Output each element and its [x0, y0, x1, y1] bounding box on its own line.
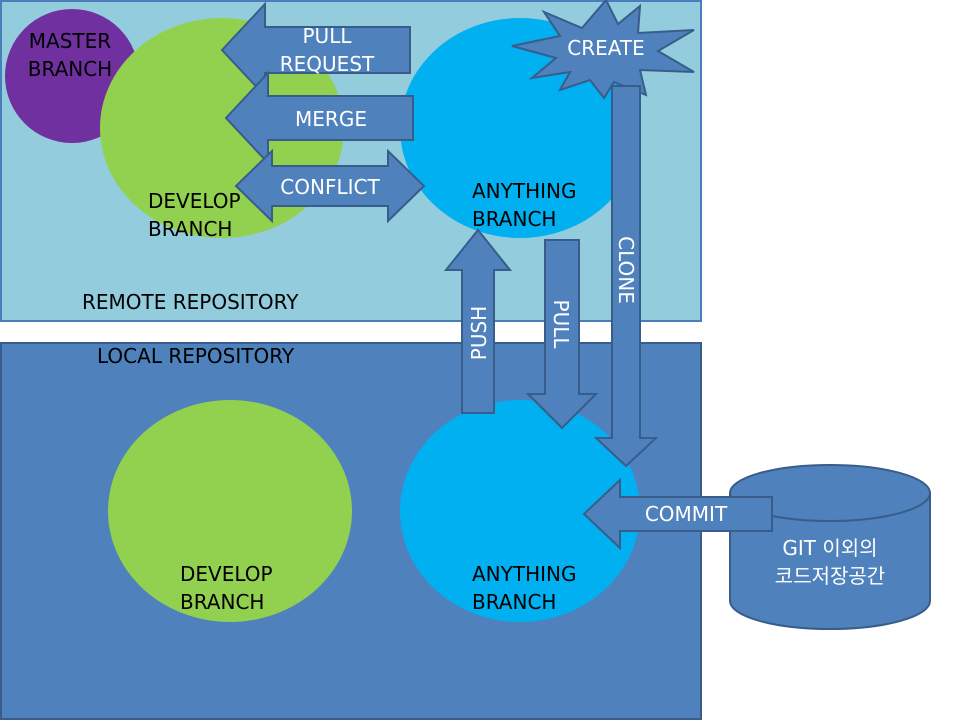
- clone-label: CLONE: [614, 236, 638, 304]
- remote-develop-branch-label-line1: DEVELOP: [148, 189, 241, 213]
- master-branch-label-line2: BRANCH: [28, 57, 112, 81]
- push-label: PUSH: [467, 306, 491, 360]
- commit-label: COMMIT: [645, 502, 728, 526]
- pull-request-label-line2: REQUEST: [280, 52, 375, 76]
- pull-label: PULL: [549, 300, 573, 350]
- remote-anything-branch-label-line1: ANYTHING: [472, 179, 576, 203]
- create-starburst: [511, 0, 695, 100]
- local-develop-branch-label-line2: BRANCH: [180, 590, 264, 614]
- commit-arrow: [582, 477, 773, 551]
- merge-arrow: [224, 70, 414, 166]
- pull-request-label-line1: PULL: [303, 24, 353, 48]
- local-repository-label: LOCAL REPOSITORY: [97, 344, 295, 368]
- push-arrow: [443, 228, 513, 414]
- external-storage-label-line1: GIT 이외의: [782, 536, 877, 560]
- local-anything-branch-label-line2: BRANCH: [472, 590, 556, 614]
- local-anything-branch-label-line1: ANYTHING: [472, 562, 576, 586]
- external-storage-cylinder: [729, 464, 931, 630]
- pull-arrow: [525, 239, 599, 430]
- create-label: CREATE: [567, 36, 644, 60]
- local-anything-branch-circle: [400, 400, 640, 622]
- conflict-label: CONFLICT: [280, 175, 380, 199]
- local-develop-branch-label-line1: DEVELOP: [180, 562, 273, 586]
- master-branch-label-line1: MASTER: [29, 29, 111, 53]
- merge-label: MERGE: [295, 107, 367, 131]
- clone-arrow: [593, 85, 659, 468]
- remote-repository-label: REMOTE REPOSITORY: [82, 290, 299, 314]
- local-develop-branch-circle: [108, 400, 352, 622]
- conflict-arrow: [234, 148, 426, 224]
- external-storage-label-line2: 코드저장공간: [775, 564, 885, 588]
- remote-anything-branch-label-line2: BRANCH: [472, 207, 556, 231]
- remote-develop-branch-label-line2: BRANCH: [148, 217, 232, 241]
